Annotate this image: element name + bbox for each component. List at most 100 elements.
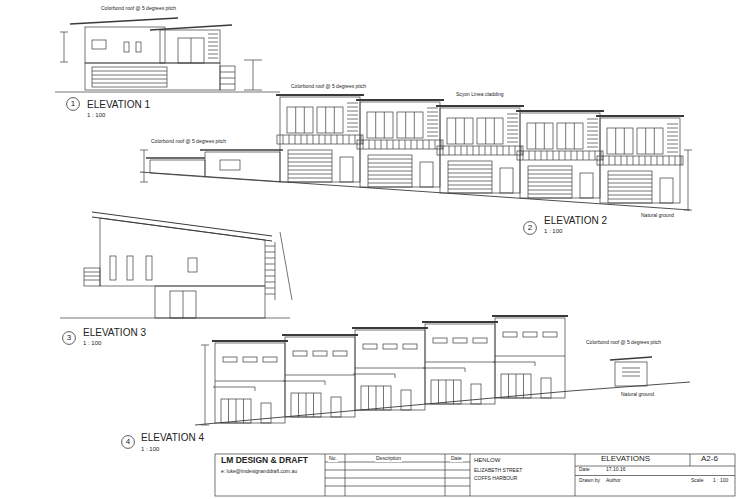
elevation-4-figure-part [610, 357, 652, 360]
title-block [215, 454, 735, 496]
elevation-1-figure-part [160, 30, 220, 63]
annotation-note: Scyon Linea cladding [455, 92, 505, 98]
elevation-3-figure-part [170, 291, 196, 318]
callout-number: 4 [126, 438, 130, 446]
callout-circle-shape [67, 98, 80, 111]
elevation-2-figure-part [150, 160, 205, 177]
elevation-3-figure-part [100, 218, 265, 286]
callout-circle-shape [122, 436, 135, 449]
annotation-note: Natural ground [620, 392, 655, 398]
sheet-title: ELEVATIONS [600, 455, 651, 464]
elevation-3-figure-part [280, 232, 292, 300]
townhouse-unit [356, 100, 444, 187]
project-address: ELIZABETH STREET [473, 468, 523, 474]
elevation-4-figure-part [622, 368, 640, 376]
elevation-1-figure-part [92, 71, 167, 83]
elevation-3-figure-part [92, 212, 272, 241]
project-name: HENLOW [473, 457, 501, 464]
elevation-2-figure-part [684, 150, 692, 210]
elevation-1-figure-part [55, 92, 280, 93]
elevation-1-figure-part [220, 72, 235, 84]
elevation-3-figure-part [265, 242, 275, 300]
scale-note: 1 : 100 [82, 340, 102, 347]
elevation-3-figure-part [127, 256, 133, 280]
callout-circle: 3 [62, 331, 76, 345]
townhouse-unit [352, 328, 428, 410]
elevation-1-figure-part [92, 67, 167, 87]
callout-circle-shape [524, 222, 537, 235]
elevation-4-figure-part [201, 345, 209, 425]
elevation-1-figure-part [70, 18, 178, 24]
annotation-note: Colorbond roof @ 5 degrees pitch [150, 139, 227, 145]
elevation-1-figure-part [178, 38, 204, 63]
elevation-1-figure-part [220, 66, 235, 90]
elevation-1-figure-part [244, 60, 262, 90]
view-title: ELEVATION 4 [140, 432, 205, 443]
view-title: ELEVATION 2 [543, 215, 608, 226]
title-block-part [325, 454, 735, 496]
elevation-3-figure-part [183, 291, 184, 318]
elevation-1-figure-part [136, 42, 141, 52]
view-title: ELEVATION 1 [86, 99, 151, 110]
annotation-note: Colorbond roof @ 5 degrees pitch [100, 6, 177, 12]
project-address: COFFS HARBOUR [473, 476, 518, 482]
callout-circle: 4 [121, 435, 135, 449]
elevation-3-figure-part [146, 256, 152, 280]
elevation-3-figure-part [188, 258, 197, 272]
sheet-number: A2-6 [700, 455, 719, 464]
company-name: LM DESIGN & DRAFT [220, 456, 309, 465]
annotation-note: Colorbond roof @ 5 degrees pitch [290, 84, 367, 90]
scale-note: 1 : 100 [86, 112, 106, 119]
elevation-3-figure-part [110, 256, 116, 280]
elevation-1-figure-part [124, 42, 129, 52]
elevation-2-figure-part [220, 160, 240, 170]
elevation-1-figure-part [92, 40, 106, 49]
view-title: ELEVATION 3 [82, 327, 147, 338]
elevation-2-figure-part [200, 149, 283, 150]
elevation-3-figure-part [84, 268, 100, 286]
field-name: Scale [690, 478, 705, 484]
elevation-1-figure-part [85, 27, 165, 63]
title-block-part [215, 454, 735, 496]
townhouse-unit [276, 95, 364, 182]
elevation-2-figure-part [205, 152, 280, 182]
elevation-3-figure-part [155, 286, 265, 318]
table-header: No. [328, 456, 338, 462]
elevation-2-figure-part [146, 157, 205, 158]
townhouse-unit [212, 341, 288, 423]
elevation-1-figure-part [191, 38, 192, 63]
callout-circle-shape [63, 332, 76, 345]
townhouse-unit [422, 322, 498, 404]
callout-circle: 2 [523, 221, 537, 235]
table-header: Description [375, 456, 402, 462]
field-value: 17.10.16 [605, 467, 626, 473]
townhouse-unit [516, 111, 604, 198]
annotation-note: Colorbond roof @ 5 degrees pitch [585, 340, 662, 346]
elevation-1-figure [55, 18, 280, 92]
elevation-3-figure-part [60, 318, 290, 319]
elevation-3-figure [60, 212, 292, 318]
elevation-4-figure-part [195, 382, 690, 425]
townhouse-unit [282, 335, 358, 417]
elevation-2-figure [140, 95, 692, 210]
field-value: Author [605, 478, 622, 484]
elevation-1-figure-part [85, 63, 220, 90]
callout-number: 2 [528, 224, 532, 232]
elevation-3-figure-part [84, 272, 100, 280]
field-name: Drawn by [578, 478, 601, 484]
callout-circle: 1 [66, 97, 80, 111]
elevation-1-figure-part [208, 34, 218, 58]
table-header: Date [450, 456, 463, 462]
callout-number: 3 [67, 334, 71, 342]
elevation-4-figure-part [615, 362, 647, 386]
elevation-1-figure-part [60, 32, 68, 62]
company-email: e: luke@lmdesignanddraft.com.au [220, 469, 298, 475]
townhouse-unit [436, 106, 524, 193]
scale-note: 1 : 100 [543, 228, 563, 235]
elevation-1-figure-part [150, 25, 232, 30]
townhouse-unit [492, 316, 568, 398]
annotation-note: Natural ground [640, 213, 675, 219]
townhouse-unit [596, 116, 684, 203]
